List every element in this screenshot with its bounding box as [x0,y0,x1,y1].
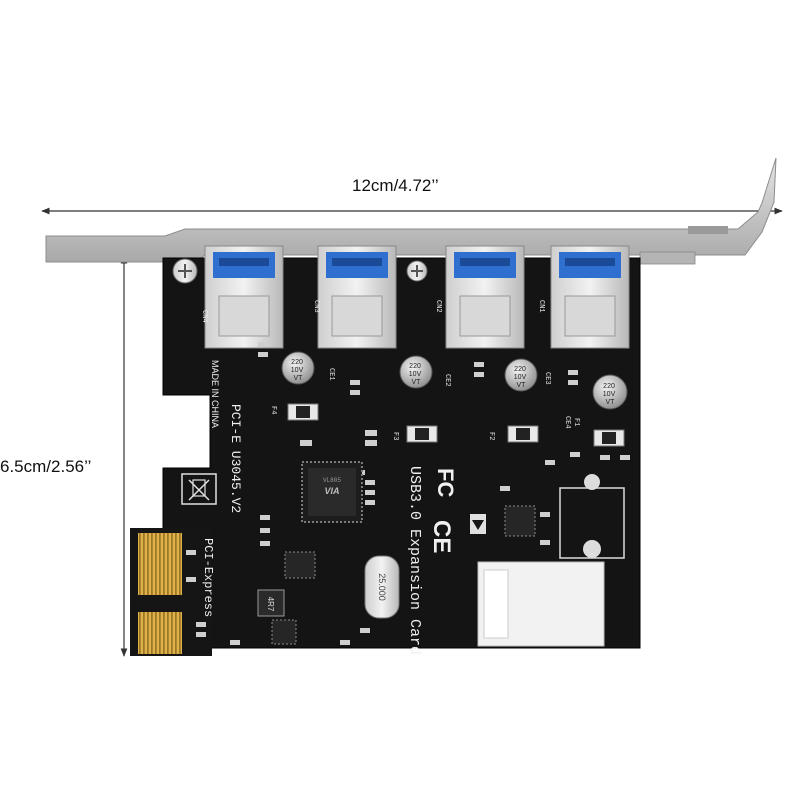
capacitor-4: 220 10V VT [592,374,628,410]
connector-label: CN2 [434,300,442,313]
diode [470,514,486,534]
component-label: CE1 [327,368,335,381]
component-label: CE4 [563,416,571,429]
crystal-oscillator: 25.000 [364,555,400,619]
fuses [287,403,625,447]
fuse-label: F2 [487,432,495,440]
component-label: CE2 [443,374,451,387]
connector-label: CN1 [537,300,545,313]
height-dimension-label: 6.5cm/2.56’’ [0,457,92,476]
svg-text:VL805: VL805 [323,477,341,484]
center-screw [406,260,428,282]
usb-port-3 [445,245,525,349]
svg-text:220 10V VT: 220 10V VT [514,366,528,389]
svg-text:4R7: 4R7 [266,597,275,612]
bracket-screw [172,258,198,284]
fuse-label: F4 [269,406,277,414]
component-label: CE3 [543,372,551,385]
capacitor-2: 220 10V VT [399,355,433,389]
gold-fingers-lower [138,612,182,654]
usb-port-2 [317,245,397,349]
connector-label: CN3 [312,300,320,313]
bus-text: PCI-Express [201,538,215,617]
inductor: 4R7 [257,589,285,617]
fc-mark: FC [433,468,458,497]
ce-mark: CE [428,520,455,553]
fuse-label: F1 [572,418,580,426]
connector-label: CN4 [200,310,208,323]
fuse-label: F3 [391,432,399,440]
smd-components [186,342,630,645]
usb-port-4 [550,245,630,349]
capacitor-3: 220 10V VT [504,358,538,392]
width-dimension-label: 12cm/4.72’’ [352,176,439,195]
product-text: USB3.0 Expansion Card [406,466,423,655]
weee-recycle-icon [181,473,217,505]
svg-text:25.000: 25.000 [377,573,387,601]
gold-fingers-upper [138,533,182,595]
capacitor-1: 220 10V VT [281,351,315,385]
svg-text:220 10V VT: 220 10V VT [409,363,423,386]
model-text: PCI-E U3045.V2 [228,404,243,513]
usb-port-1 [204,245,284,349]
origin-text: MADE IN CHINA [210,360,220,428]
svg-text:220 10V VT: 220 10V VT [291,359,305,382]
small-ic [271,505,536,645]
usb-controller-chip: VIA VL805 [301,461,363,523]
power-connector [477,474,625,647]
svg-text:220 10V VT: 220 10V VT [603,383,617,406]
svg-text:VIA: VIA [324,486,339,496]
